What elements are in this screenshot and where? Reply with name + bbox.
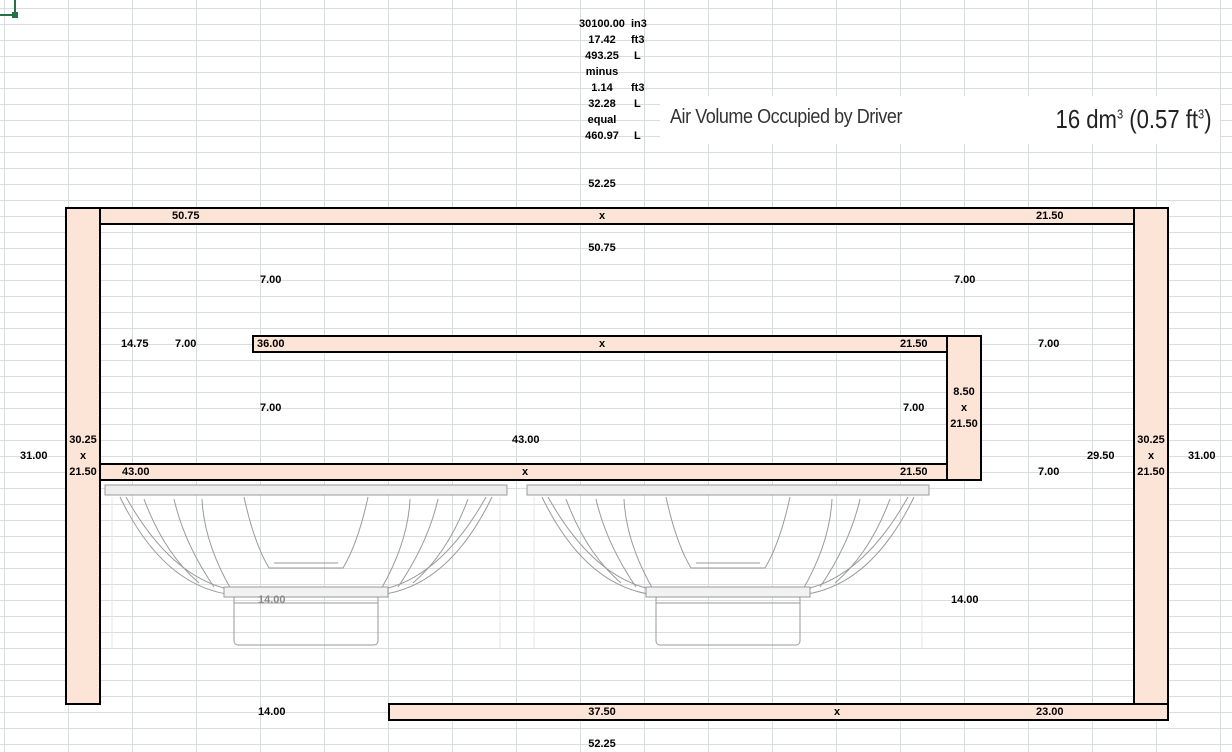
top-width-dimension[interactable]: 52.25 [588,178,616,190]
shelf-depth[interactable]: 21.50 [900,338,928,350]
driver-left-depth[interactable]: 14.00 [258,594,286,606]
baffle-top-dimension[interactable]: 43.00 [512,434,540,446]
right-29-50[interactable]: 29.50 [1087,450,1115,462]
volume-in3-unit[interactable]: in3 [631,18,647,30]
left-panel-x[interactable]: x [79,450,87,462]
left-7[interactable]: 7.00 [175,338,197,350]
volume-liters-unit[interactable]: L [634,50,641,62]
top-panel-x[interactable]: x [599,210,606,222]
mid-right-7[interactable]: 7.00 [903,402,925,414]
volume-equal[interactable]: equal [587,114,617,126]
bottom-panel-depth[interactable]: 23.00 [1036,706,1064,718]
top-panel[interactable] [99,207,1135,225]
left-panel-depth[interactable]: 21.50 [69,466,97,478]
top-panel-length[interactable]: 50.75 [172,210,200,222]
gap-right-top[interactable]: 7.00 [954,274,976,286]
vertical-depth[interactable]: 21.50 [950,418,978,430]
air-volume-value: 16 dm3 (0.57 ft3) [1055,104,1212,134]
right-panel-x[interactable]: x [1147,450,1155,462]
mid-left-7[interactable]: 7.00 [260,402,282,414]
left-panel[interactable] [65,207,101,705]
baffle-length[interactable]: 43.00 [122,466,150,478]
net-liters[interactable]: 460.97 [585,130,619,142]
bottom-14[interactable]: 14.00 [258,706,286,718]
left-panel-height[interactable]: 30.25 [69,434,97,446]
left-14-75[interactable]: 14.75 [121,338,149,350]
vertical-x[interactable]: x [960,402,968,414]
driver-liters[interactable]: 32.28 [588,98,616,110]
shelf-length[interactable]: 36.00 [257,338,285,350]
volume-ft3-unit[interactable]: ft3 [631,34,645,46]
vertical-divider-panel[interactable] [946,335,982,481]
subwoofer-driver-right-image[interactable] [526,483,930,653]
cell-selection-indicator[interactable] [0,0,18,18]
right-7-a[interactable]: 7.00 [1038,338,1060,350]
volume-in3[interactable]: 30100.00 [579,18,625,30]
vertical-height[interactable]: 8.50 [953,386,975,398]
driver-liters-unit[interactable]: L [634,98,641,110]
right-7-b[interactable]: 7.00 [1038,466,1060,478]
right-panel[interactable] [1133,207,1169,705]
volume-ft3[interactable]: 17.42 [588,34,616,46]
volume-liters[interactable]: 493.25 [585,50,619,62]
air-volume-label: Air Volume Occupied by Driver [670,106,903,128]
right-panel-height[interactable]: 30.25 [1137,434,1165,446]
driver-ft3-unit[interactable]: ft3 [631,82,645,94]
air-volume-image[interactable]: Air Volume Occupied by Driver 16 dm3 (0.… [660,96,1220,144]
left-height[interactable]: 31.00 [20,450,48,462]
driver-right-depth[interactable]: 14.00 [951,594,979,606]
bottom-panel-x[interactable]: x [834,706,841,718]
volume-minus[interactable]: minus [585,66,619,78]
subwoofer-driver-left-image[interactable] [104,483,508,653]
bottom-panel[interactable] [388,703,1169,721]
right-panel-depth[interactable]: 21.50 [1137,466,1165,478]
inner-top-dimension[interactable]: 50.75 [588,242,616,254]
baffle-x[interactable]: x [522,466,529,478]
gap-left-top[interactable]: 7.00 [260,274,282,286]
top-panel-depth[interactable]: 21.50 [1036,210,1064,222]
driver-ft3[interactable]: 1.14 [591,82,613,94]
bottom-width-dimension[interactable]: 52.25 [588,738,616,750]
bottom-panel-length[interactable]: 37.50 [588,706,616,718]
shelf-x[interactable]: x [599,338,606,350]
right-height[interactable]: 31.00 [1188,450,1216,462]
baffle-depth[interactable]: 21.50 [900,466,928,478]
net-liters-unit[interactable]: L [634,130,641,142]
baffle-panel[interactable] [99,463,948,481]
